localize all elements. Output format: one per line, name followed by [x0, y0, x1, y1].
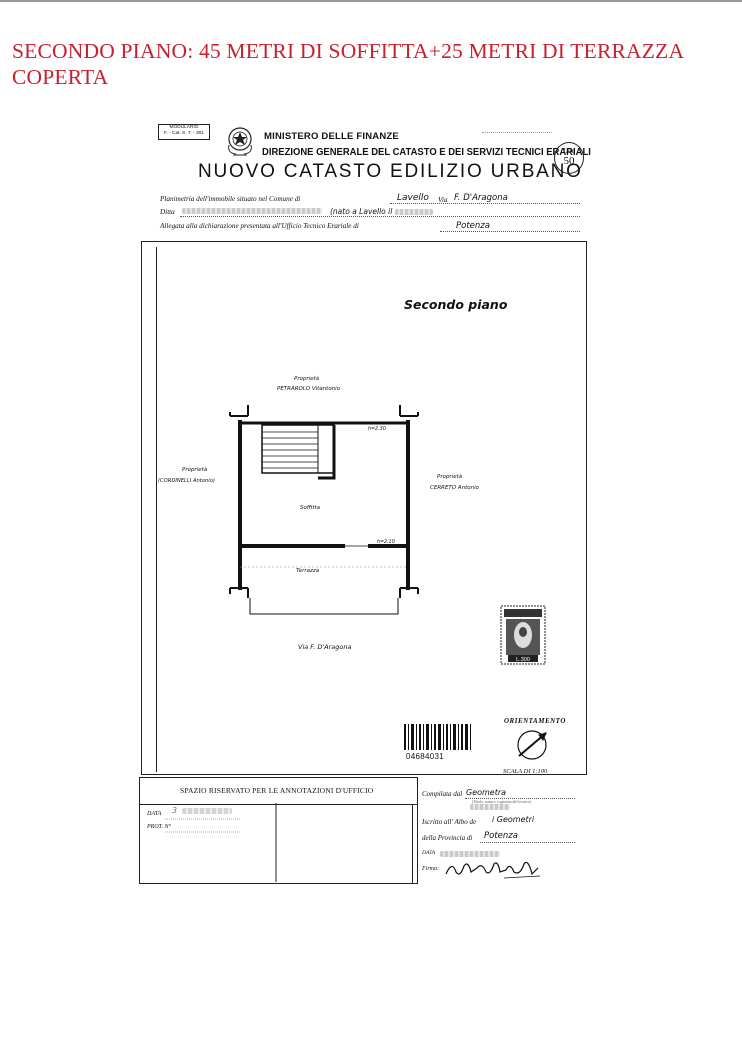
lire-word: Lire	[562, 146, 576, 155]
barcode-number: 04684031	[406, 752, 444, 761]
iscritto-label: Iscritto all' Albo de	[422, 818, 477, 826]
page-title: SECONDO PIANO: 45 METRI DI SOFFITTA+25 M…	[12, 39, 683, 89]
neighbor-top-label: Proprietà	[294, 376, 320, 382]
building-walls	[229, 405, 419, 615]
room-terrace-label: Terrazza	[296, 568, 320, 574]
footer-divider	[412, 805, 413, 883]
via-value: F. D'Aragona	[454, 193, 508, 203]
plan-frame	[141, 241, 587, 775]
data-redacted	[182, 808, 232, 814]
data-label: DATA	[147, 811, 162, 817]
ditta-label: Ditta	[160, 208, 175, 216]
compilata-redacted	[470, 804, 510, 810]
top-rule	[0, 0, 742, 2]
stamp-value: L.300	[516, 657, 530, 663]
office-annotation-box	[139, 777, 418, 884]
neighbor-right-label: Proprietà	[437, 474, 463, 480]
office-annotation-header	[140, 778, 417, 805]
height-mid-label: h=2.10	[377, 540, 395, 545]
firma-label: Firma:	[422, 866, 439, 872]
comune-line	[390, 203, 580, 204]
planimetria-label: Planimetria dell'immobile situato nel Co…	[160, 195, 301, 203]
street-label: Via F. D'Aragona	[298, 643, 352, 651]
provincia-value: Potenza	[484, 831, 518, 841]
stair-block	[261, 424, 336, 480]
data2-label: DATA	[422, 850, 436, 856]
compilata-label: Compilata dal	[422, 790, 463, 798]
prot-label: PROT. N°	[147, 824, 171, 830]
barcode	[404, 724, 471, 750]
ufficio-value: Potenza	[456, 221, 490, 231]
neighbor-right-name: CERRETO Antonio	[430, 485, 480, 491]
floor-title: Secondo piano	[404, 297, 508, 312]
scale-label: SCALA DI 1:100	[503, 768, 548, 775]
compilata-note: (Titolo, nome e cognome del tecnico)	[472, 799, 532, 804]
modulario-box: MODULARIO F. - Cat. S. T. - 301	[158, 124, 210, 140]
ditta-redacted	[182, 208, 322, 214]
allegata-label: Allegata alla dichiarazione presentata a…	[160, 222, 359, 230]
iscritto-value: i Geometri	[492, 815, 535, 824]
faint-top-marking	[482, 127, 552, 133]
ministry-heading: MINISTERO DELLE FINANZE	[264, 131, 399, 142]
neighbor-left-label: Proprietà	[182, 467, 208, 473]
room-attic-label: Soffitta	[300, 505, 321, 511]
orientation-label: ORIENTAMENTO	[504, 717, 566, 725]
signature-icon	[445, 861, 541, 879]
height-top-label: h=2.30	[368, 427, 386, 432]
ditta-line	[180, 216, 580, 217]
provincia-label: della Provincia di	[422, 834, 473, 842]
ditta-date-redacted	[395, 209, 433, 215]
comune-value: Lavello	[397, 193, 429, 203]
republic-emblem-icon	[228, 127, 252, 156]
lire-stamp-badge: Lire 50	[554, 142, 584, 174]
neighbor-left-name: (CORDINELLI Antonio)	[158, 478, 215, 484]
catasto-heading: NUOVO CATASTO EDILIZIO URBANO	[198, 161, 583, 182]
ufficio-line	[440, 231, 580, 232]
data2-redacted	[440, 851, 500, 857]
via-label: Via	[438, 196, 448, 204]
modulario-code: F. - Cat. S. T. - 301	[164, 131, 204, 136]
direzione-heading: DIREZIONE GENERALE DEL CATASTO E DEI SER…	[262, 146, 591, 158]
office-annotation-title: SPAZIO RISERVATO PER LE ANNOTAZIONI D'UF…	[180, 786, 374, 795]
data-value: 3	[172, 806, 178, 815]
compilata-line	[465, 798, 575, 799]
provincia-line	[480, 842, 575, 843]
plan-inner-border	[156, 247, 587, 772]
revenue-stamp-icon: L.300	[500, 605, 546, 665]
compass-icon	[517, 730, 547, 760]
compilata-value: Geometra	[466, 788, 507, 797]
lire-value: 50	[563, 155, 575, 167]
modulario-label: MODULARIO	[169, 125, 199, 130]
neighbor-top-name: PETRAROLO Vitantonio	[277, 386, 341, 392]
ditta-note: (nato a Lavello il	[330, 207, 393, 216]
